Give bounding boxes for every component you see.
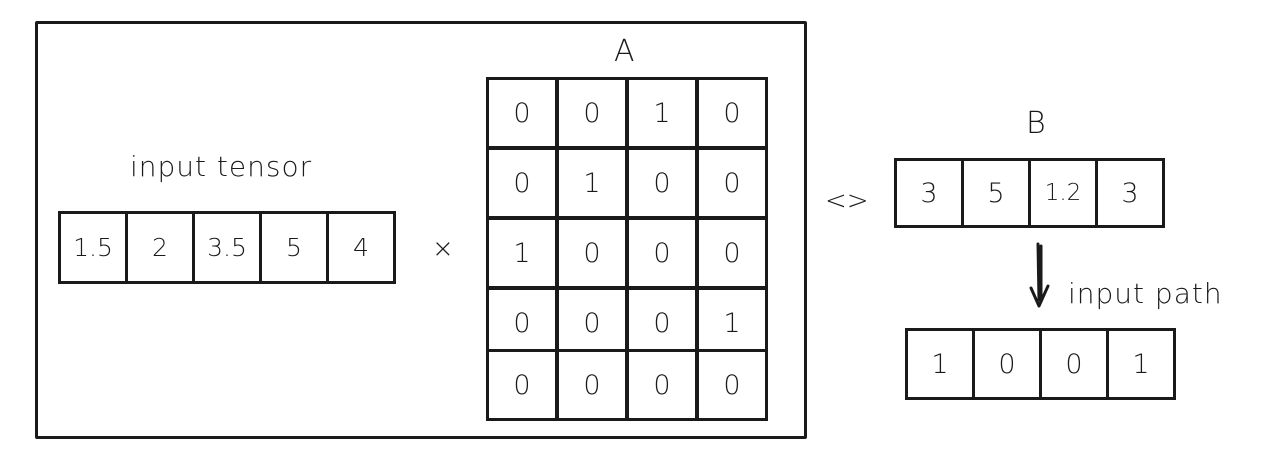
vector-b-row: 3 5 1.2 3	[894, 158, 1165, 228]
matrix-a-cell: 0	[556, 77, 628, 149]
matrix-a-cell: 1	[626, 77, 698, 149]
matrix-a-cell: 0	[626, 217, 698, 289]
input-path-row: 1 0 0 1	[905, 328, 1176, 400]
matrix-a-cell: 0	[626, 349, 698, 421]
input-path-cell: 1	[1106, 328, 1176, 400]
matrix-a-cell: 0	[696, 217, 768, 289]
matrix-a-cell: 0	[486, 77, 558, 149]
matrix-a-cell: 0	[486, 147, 558, 219]
vector-b-cell: 3	[894, 158, 964, 228]
matrix-a-cell: 1	[486, 217, 558, 289]
matrix-a-cell: 0	[486, 349, 558, 421]
compare-operator: <>	[825, 186, 869, 216]
matrix-a-cell: 0	[626, 147, 698, 219]
vector-b-cell: 5	[961, 158, 1031, 228]
input-tensor-cell: 2	[125, 211, 195, 284]
matrix-a-cell: 0	[696, 77, 768, 149]
matrix-a-label: A	[614, 34, 636, 69]
matrix-a-cell: 0	[556, 217, 628, 289]
multiply-operator: ×	[432, 234, 454, 264]
input-tensor-cell: 5	[259, 211, 329, 284]
matrix-a-cell: 0	[696, 349, 768, 421]
input-tensor-cell: 3.5	[192, 211, 262, 284]
vector-b-label: B	[1026, 106, 1047, 141]
vector-b-cell: 1.2	[1028, 158, 1098, 228]
input-tensor-label: input tensor	[130, 150, 313, 183]
matrix-a-cell: 1	[556, 147, 628, 219]
input-tensor-cell: 4	[326, 211, 396, 284]
input-path-cell: 0	[972, 328, 1042, 400]
down-arrow-icon	[1029, 242, 1050, 308]
matrix-a-cell: 0	[696, 147, 768, 219]
input-path-cell: 0	[1039, 328, 1109, 400]
vector-b-cell: 3	[1095, 158, 1165, 228]
input-path-label: input path	[1068, 277, 1223, 310]
matrix-a-cell: 1	[696, 287, 768, 359]
input-tensor-row: 1.5 2 3.5 5 4	[58, 211, 396, 284]
operation-frame	[35, 21, 807, 439]
input-tensor-cell: 1.5	[58, 211, 128, 284]
matrix-a-cell: 0	[556, 349, 628, 421]
input-path-cell: 1	[905, 328, 975, 400]
